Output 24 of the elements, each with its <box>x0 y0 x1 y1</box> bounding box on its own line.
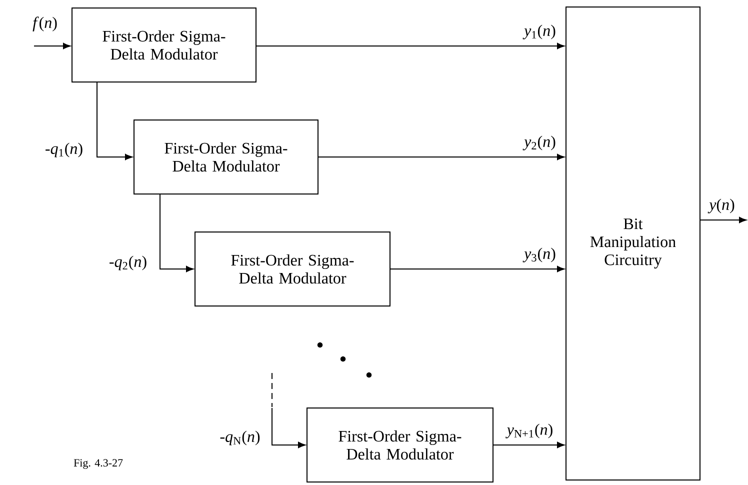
arrow <box>390 266 564 272</box>
modulator-block: First-Order Sigma- Delta Modulator <box>306 407 494 482</box>
signal-label: y$_{N+1}$(n) <box>506 424 552 438</box>
signal-label: y(n) <box>708 198 734 214</box>
arrow <box>272 407 306 448</box>
figure-number: Fig. 4.3-27 <box>74 459 123 469</box>
arrow <box>34 42 71 50</box>
signal-label: y$_{1}$(n) <box>522 24 556 40</box>
signal-label: f(n) <box>32 16 57 32</box>
signal-label: -q$_{N}$(n) <box>220 430 260 446</box>
circuit-block: Bit Manipulation Circuitry <box>566 6 700 480</box>
modulator-block: First-Order Sigma- Delta Modulator <box>72 8 256 82</box>
signal-label: -q$_{1}$(n) <box>46 142 82 158</box>
arrow <box>318 154 564 160</box>
modulator-block: First-Order Sigma- Delta Modulator <box>194 232 390 306</box>
modulator-block: First-Order Sigma- Delta Modulator <box>134 120 318 194</box>
arrow <box>700 216 746 224</box>
arrow <box>96 82 133 160</box>
arrow <box>256 42 564 50</box>
signal-label: -q$_{2}$(n) <box>110 256 146 270</box>
signal-label: y$_{2}$(n) <box>522 136 556 150</box>
arrow <box>160 194 194 272</box>
arrow <box>492 442 564 448</box>
signal-label: y$_{3}$(n) <box>522 248 556 262</box>
